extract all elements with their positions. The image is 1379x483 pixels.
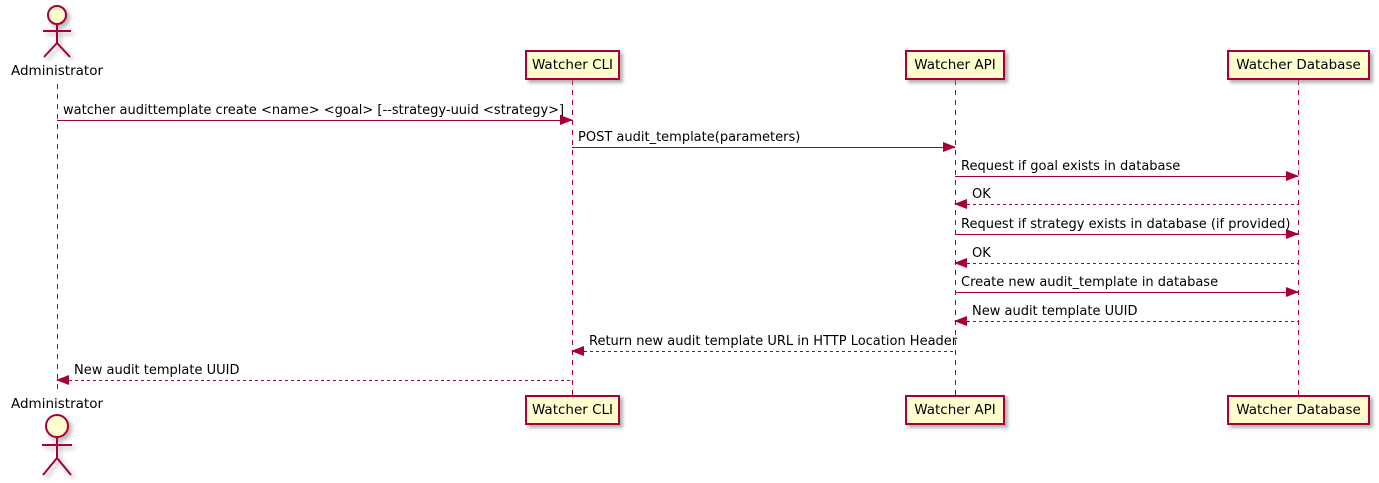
actor-label-top: Administrator bbox=[10, 63, 104, 79]
participant-label: Watcher Database bbox=[1236, 402, 1361, 418]
actor-icon bbox=[43, 5, 71, 58]
participant-label: Watcher CLI bbox=[531, 57, 614, 73]
lifeline-watcher-cli bbox=[572, 80, 573, 395]
message-ok-goal: OK bbox=[954, 187, 1298, 209]
participant-watcher-api-top: Watcher API bbox=[905, 50, 1005, 80]
message-request-goal-exists: Request if goal exists in database bbox=[955, 159, 1299, 181]
message-ok-strategy: OK bbox=[954, 246, 1298, 268]
message-create-in-database: Create new audit_template in database bbox=[955, 275, 1299, 297]
participant-watcher-cli-bottom: Watcher CLI bbox=[525, 395, 620, 425]
message-label: POST audit_template(parameters) bbox=[578, 130, 801, 145]
message-label: OK bbox=[972, 187, 991, 202]
arrowhead-left-icon bbox=[954, 258, 967, 268]
message-create-audittemplate: watcher audittemplate create <name> <goa… bbox=[57, 103, 573, 125]
participant-label: Watcher Database bbox=[1236, 57, 1361, 73]
participant-watcher-api-bottom: Watcher API bbox=[905, 395, 1005, 425]
message-label: Request if strategy exists in database (… bbox=[961, 217, 1291, 232]
participant-label: Watcher API bbox=[914, 402, 996, 418]
arrowhead-right-icon bbox=[943, 142, 956, 152]
participant-watcher-database-bottom: Watcher Database bbox=[1227, 395, 1370, 425]
message-label: Request if goal exists in database bbox=[961, 159, 1181, 174]
message-return-url-location-header: Return new audit template URL in HTTP Lo… bbox=[571, 334, 957, 356]
arrowhead-right-icon bbox=[1286, 229, 1299, 239]
message-request-strategy-exists: Request if strategy exists in database (… bbox=[955, 217, 1299, 239]
message-new-uuid-from-db: New audit template UUID bbox=[954, 304, 1298, 326]
arrowhead-left-icon bbox=[571, 346, 584, 356]
message-label: New audit template UUID bbox=[972, 304, 1138, 319]
message-label: OK bbox=[972, 246, 991, 261]
actor-icon bbox=[42, 414, 72, 476]
message-label: New audit template UUID bbox=[74, 363, 240, 378]
participant-watcher-cli-top: Watcher CLI bbox=[525, 50, 620, 80]
lifeline-administrator bbox=[57, 84, 58, 394]
message-new-uuid-to-admin: New audit template UUID bbox=[56, 363, 572, 385]
message-label: Create new audit_template in database bbox=[961, 275, 1219, 290]
actor-label-bottom: Administrator bbox=[10, 396, 104, 412]
message-label: Return new audit template URL in HTTP Lo… bbox=[589, 334, 958, 349]
arrowhead-left-icon bbox=[954, 199, 967, 209]
message-post-audit-template: POST audit_template(parameters) bbox=[572, 130, 956, 152]
message-label: watcher audittemplate create <name> <goa… bbox=[63, 103, 565, 118]
participant-watcher-database-top: Watcher Database bbox=[1227, 50, 1370, 80]
arrowhead-right-icon bbox=[560, 115, 573, 125]
participant-label: Watcher API bbox=[914, 57, 996, 73]
arrowhead-right-icon bbox=[1286, 171, 1299, 181]
arrowhead-left-icon bbox=[954, 316, 967, 326]
arrowhead-right-icon bbox=[1286, 287, 1299, 297]
arrowhead-left-icon bbox=[56, 375, 69, 385]
lifeline-watcher-api bbox=[955, 80, 956, 395]
participant-label: Watcher CLI bbox=[531, 402, 614, 418]
